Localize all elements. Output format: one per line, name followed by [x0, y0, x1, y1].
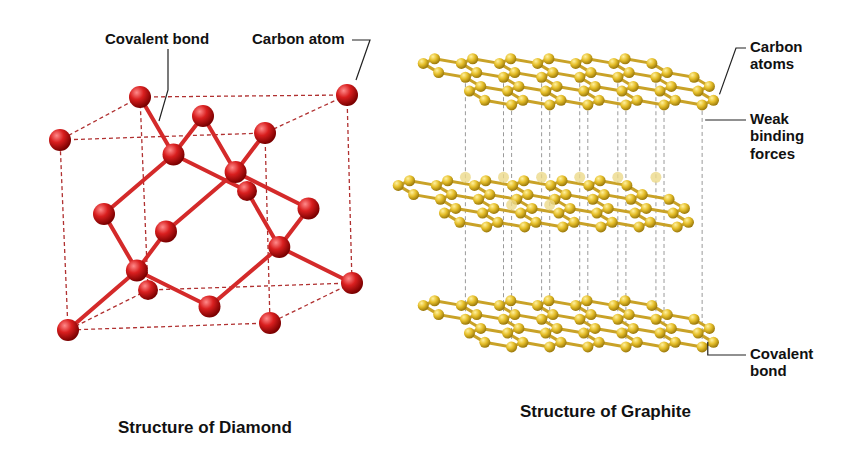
leader-line	[719, 48, 746, 94]
graphite-layers	[393, 53, 719, 352]
graphite-layer	[393, 175, 694, 232]
callout-label: Covalent bond	[105, 30, 209, 47]
graphite-layer	[418, 295, 719, 352]
diamond-bonds	[68, 97, 352, 330]
weak-force-lines	[465, 83, 702, 341]
leader-line	[352, 40, 370, 80]
callout-label: Covalent bond	[750, 345, 830, 380]
leader-line	[159, 49, 168, 121]
faded-atoms	[460, 172, 662, 211]
callout-label: Carbon atom	[252, 30, 345, 47]
diamond-unit-cell	[60, 95, 352, 330]
graphite-layer	[418, 53, 719, 110]
caption: Structure of Graphite	[520, 402, 691, 422]
caption: Structure of Diamond	[118, 418, 292, 438]
callout-label: Carbon atoms	[750, 38, 830, 73]
leader-line	[708, 342, 746, 355]
callout-label: Weak binding forces	[750, 110, 830, 162]
diamond-atoms	[49, 84, 363, 341]
leader-line	[705, 119, 746, 120]
leader-lines	[705, 48, 746, 355]
